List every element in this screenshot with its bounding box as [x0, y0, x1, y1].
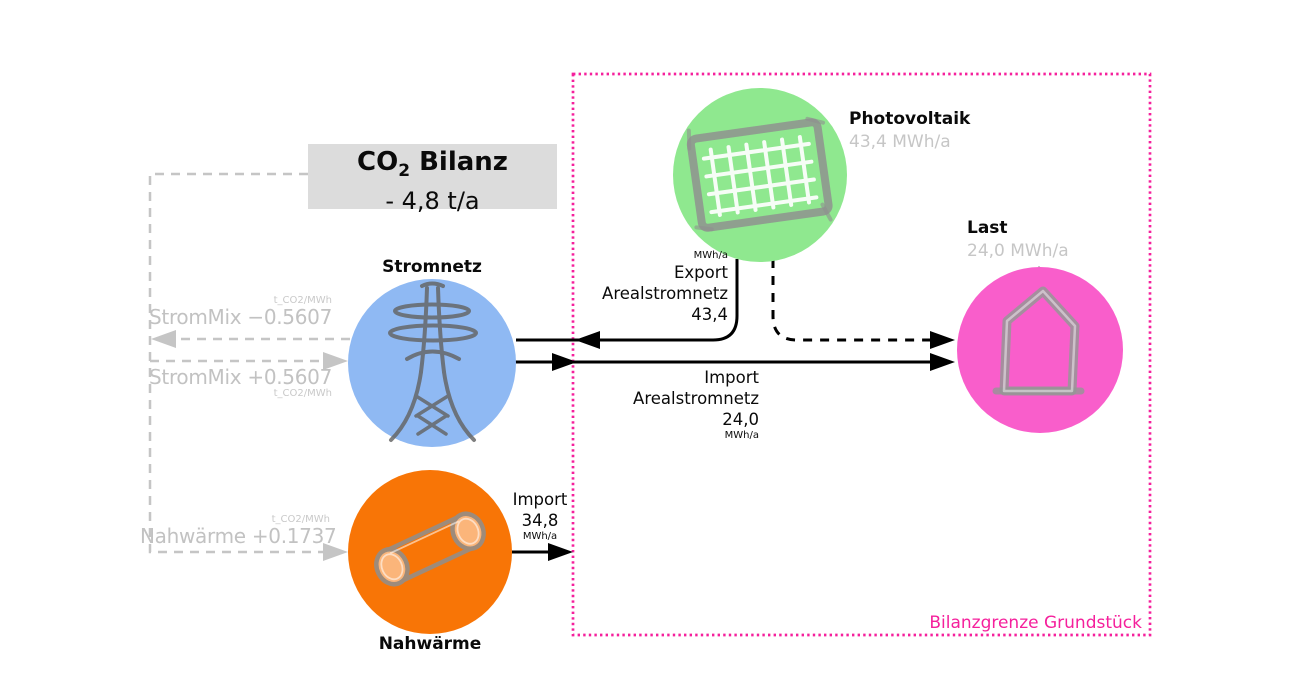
- balance-boundary-box: [571, 72, 1152, 637]
- heat-import-flow-label: Import 34,8 MWh/a: [480, 489, 600, 543]
- co2-accounting-arrowheads: [151, 330, 348, 561]
- co2-collector-line: [148, 172, 338, 554]
- strommix-import-unit: t_CO2/MWh: [273, 388, 332, 399]
- photovoltaik-node-circle: [673, 88, 847, 262]
- strommix-export-arrowhead: [151, 330, 176, 348]
- co2-balance-box: CO2 Bilanz - 4,8 t/a: [308, 144, 557, 215]
- import-areal-value: 24,0: [722, 410, 759, 429]
- strommix-export-label: StromMix −0.5607: [149, 305, 332, 329]
- import-last-arrowhead: [930, 353, 955, 371]
- strommix-export-unit: t_CO2/MWh: [273, 295, 332, 306]
- pv-last-arrowhead: [930, 331, 955, 349]
- nahwaerme-co2-arrowhead: [323, 543, 348, 561]
- nahwaerme-co2-unit: t_CO2/MWh: [271, 514, 330, 525]
- nahwaerme-co2-label: Nahwärme +0.1737: [140, 524, 337, 548]
- import-areal-flow-label: Import Arealstromnetz 24,0 MWh/a: [569, 367, 759, 442]
- photovoltaik-value: 43,4 MWh/a: [849, 132, 951, 152]
- stromnetz-node-circle: [348, 279, 516, 447]
- co2-accounting-lines: [148, 172, 350, 554]
- solar-panel-icon: [686, 116, 833, 232]
- export-flow-line: [516, 259, 739, 342]
- nahwaerme-label: Nahwärme: [378, 634, 482, 654]
- nahwaerme-node-circle: [348, 470, 512, 634]
- energy-flow-arrowheads: [548, 331, 955, 561]
- transmission-tower-icon: [388, 281, 478, 442]
- export-areal-line2: Arealstromnetz: [602, 284, 728, 303]
- stromnetz-label: Stromnetz: [382, 257, 482, 277]
- pipe-icon: [374, 511, 486, 587]
- strommix-export-label-block: t_CO2/MWh StromMix −0.5607: [140, 295, 332, 328]
- import-areal-unit: MWh/a: [724, 430, 759, 441]
- export-areal-line1: Export: [673, 263, 728, 282]
- heat-import-line1: Import: [512, 490, 568, 509]
- heat-import-value: 34,8: [521, 511, 559, 530]
- import-areal-line1: Import: [704, 368, 759, 387]
- co2-balance-value: - 4,8 t/a: [385, 187, 480, 216]
- co2-balance-title: CO2 Bilanz: [357, 147, 508, 182]
- balance-boundary-label: Bilanzgrenze Grundstück: [929, 613, 1142, 633]
- export-areal-unit: MWh/a: [693, 250, 728, 261]
- photovoltaik-label: Photovoltaik: [849, 109, 971, 129]
- import-boundary-arrowhead: [552, 353, 577, 371]
- heat-import-arrowhead: [548, 543, 573, 561]
- strommix-import-arrowhead: [323, 352, 348, 370]
- export-arrowhead: [575, 331, 600, 349]
- nahwaerme-co2-label-block: t_CO2/MWh Nahwärme +0.1737: [140, 514, 337, 548]
- strommix-import-label: StromMix +0.5607: [149, 365, 332, 389]
- export-areal-flow-label: MWh/a Export Arealstromnetz 43,4: [540, 250, 728, 325]
- last-value: 24,0 MWh/a: [967, 241, 1069, 261]
- last-label: Last: [967, 218, 1008, 238]
- house-icon: [992, 286, 1085, 396]
- import-areal-line2: Arealstromnetz: [633, 389, 759, 408]
- strommix-import-label-block: StromMix +0.5607 t_CO2/MWh: [140, 367, 332, 400]
- energy-flow-lines: [512, 259, 938, 554]
- heat-import-unit: MWh/a: [522, 531, 558, 542]
- pv-to-last-dashed-line: [771, 259, 936, 342]
- export-areal-value: 43,4: [691, 305, 728, 324]
